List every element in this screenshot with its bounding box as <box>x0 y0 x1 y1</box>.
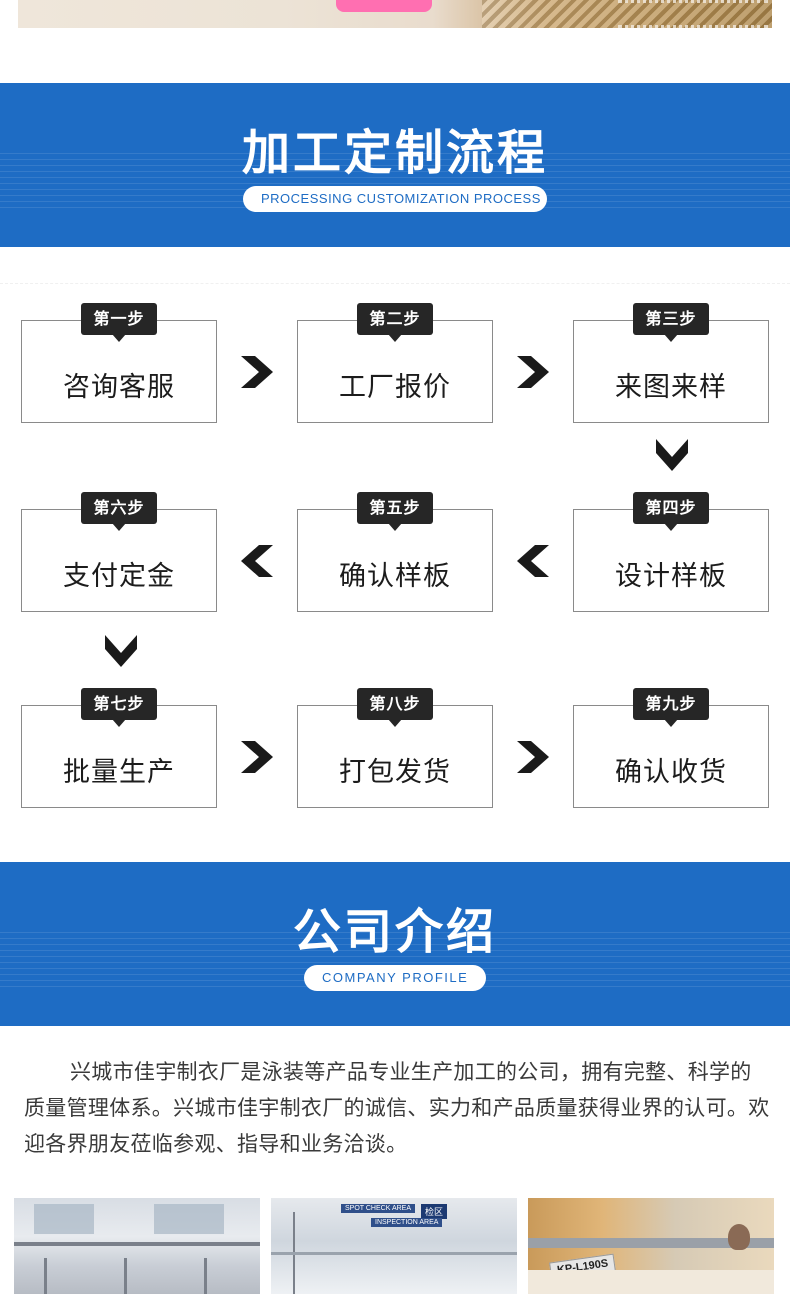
divider <box>0 283 790 284</box>
window <box>34 1204 94 1234</box>
fabric-table <box>528 1270 774 1294</box>
factory-workshop-photo <box>14 1198 260 1294</box>
chevron-right-icon <box>513 737 553 777</box>
rope-decoration <box>618 0 768 28</box>
step-card-6: 第六步 支付定金 <box>21 492 217 612</box>
step-card-1: 第一步 咨询客服 <box>21 303 217 423</box>
top-product-photo <box>18 0 772 28</box>
inspection-area-sign: INSPECTION AREA <box>371 1218 443 1227</box>
woven-texture <box>482 0 772 28</box>
step-tag: 第二步 <box>357 303 433 342</box>
chevron-right-icon <box>513 352 553 392</box>
rack-post <box>124 1258 127 1294</box>
company-title: 公司介绍 <box>292 904 497 960</box>
chevron-right-icon <box>237 352 277 392</box>
step-card-9: 第九步 确认收货 <box>573 688 769 808</box>
window <box>154 1204 224 1234</box>
chevron-down-icon <box>101 631 141 671</box>
step-label: 咨询客服 <box>63 372 175 403</box>
machine-bar <box>528 1238 774 1248</box>
company-subtitle: COMPANY PROFILE <box>304 965 486 991</box>
company-description: 兴城市佳宇制衣厂是泳装等产品专业生产加工的公司，拥有完整、科学的质量管理体系。兴… <box>24 1060 770 1156</box>
step-tag: 第五步 <box>357 492 433 531</box>
step-card-3: 第三步 来图来样 <box>573 303 769 423</box>
step-card-7: 第七步 批量生产 <box>21 688 217 808</box>
chevron-right-icon <box>237 737 277 777</box>
worker <box>728 1224 750 1250</box>
step-card-2: 第二步 工厂报价 <box>297 303 493 423</box>
process-subtitle: PROCESSING CUSTOMIZATION PROCESS <box>243 186 547 212</box>
step-card-5: 第五步 确认样板 <box>297 492 493 612</box>
chevron-left-icon <box>237 541 277 581</box>
company-banner: 公司介绍 COMPANY PROFILE <box>0 862 790 1026</box>
step-card-4: 第四步 设计样板 <box>573 492 769 612</box>
step-tag: 第三步 <box>633 303 709 342</box>
inspection-area-photo: SPOT CHECK AREA 检区 INSPECTION AREA <box>271 1198 517 1294</box>
step-label: 批量生产 <box>63 757 175 788</box>
chevron-left-icon <box>513 541 553 581</box>
step-tag: 第一步 <box>81 303 157 342</box>
step-label: 设计样板 <box>615 561 727 592</box>
inspection-sign-cn: 检区 <box>421 1204 448 1219</box>
spot-check-sign: SPOT CHECK AREA <box>341 1204 416 1213</box>
step-label: 支付定金 <box>63 561 175 592</box>
step-tag: 第九步 <box>633 688 709 727</box>
step-label: 工厂报价 <box>339 372 451 403</box>
step-label: 确认样板 <box>339 561 451 592</box>
step-tag: 第六步 <box>81 492 157 531</box>
step-tag: 第七步 <box>81 688 157 727</box>
process-title: 加工定制流程 <box>241 125 548 181</box>
pink-item <box>336 0 432 12</box>
step-tag: 第八步 <box>357 688 433 727</box>
step-label: 打包发货 <box>339 757 451 788</box>
step-label: 确认收货 <box>615 757 727 788</box>
rack-post <box>204 1258 207 1294</box>
ceiling-rail <box>14 1242 260 1246</box>
cutting-machine-photo: KP-L190S <box>528 1198 774 1294</box>
step-label: 来图来样 <box>615 372 727 403</box>
step-card-8: 第八步 打包发货 <box>297 688 493 808</box>
chevron-down-icon <box>652 435 692 475</box>
table-edge <box>271 1252 517 1255</box>
rack-post <box>44 1258 47 1294</box>
process-flow: 第一步 咨询客服 第二步 工厂报价 第三步 来图来样 第六步 支付定金 第五步 … <box>0 247 790 862</box>
step-tag: 第四步 <box>633 492 709 531</box>
process-banner: 加工定制流程 PROCESSING CUSTOMIZATION PROCESS <box>0 83 790 247</box>
